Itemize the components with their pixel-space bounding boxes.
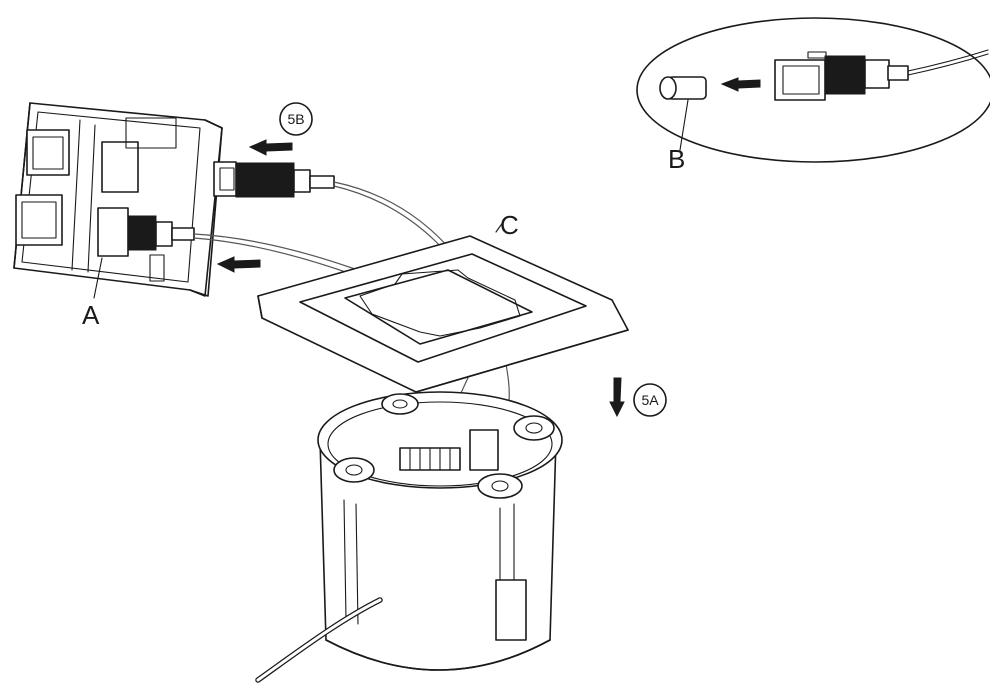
label-b: B [668, 144, 685, 174]
arrow-left-icon [720, 77, 761, 92]
screw-mount-right [513, 415, 555, 441]
port-top [26, 129, 70, 176]
label-c: C [500, 210, 519, 240]
arrow-5b-top-icon [248, 139, 293, 156]
port-bottom [15, 194, 63, 246]
sc-connector-removed [213, 161, 335, 198]
dust-cap-b [659, 76, 707, 100]
screw-mount-left [333, 457, 375, 483]
step-5a-badge: 5A [633, 383, 667, 417]
faceplate-insert: A [13, 102, 223, 330]
step-5b-badge: 5B [279, 102, 313, 136]
cover-frame-c: C [257, 210, 629, 393]
label-a: A [82, 300, 100, 330]
step-5b-label: 5B [287, 111, 304, 127]
sc-connector-inset [774, 49, 989, 101]
mounting-box [255, 391, 563, 683]
label-b-leader [679, 99, 689, 151]
arrow-5a-down-icon [609, 377, 625, 418]
label-a-leader [93, 257, 103, 299]
label-c-leader [495, 217, 507, 233]
splice-holder [399, 429, 499, 471]
screw-mount-back [381, 393, 419, 415]
incoming-cable [255, 597, 383, 683]
screw-mount-front [477, 473, 523, 499]
sc-connector-inserted [127, 215, 195, 251]
arrow-5b-bottom-icon [216, 256, 261, 273]
step-5a-label: 5A [641, 392, 659, 408]
detail-inset: B [636, 17, 990, 174]
